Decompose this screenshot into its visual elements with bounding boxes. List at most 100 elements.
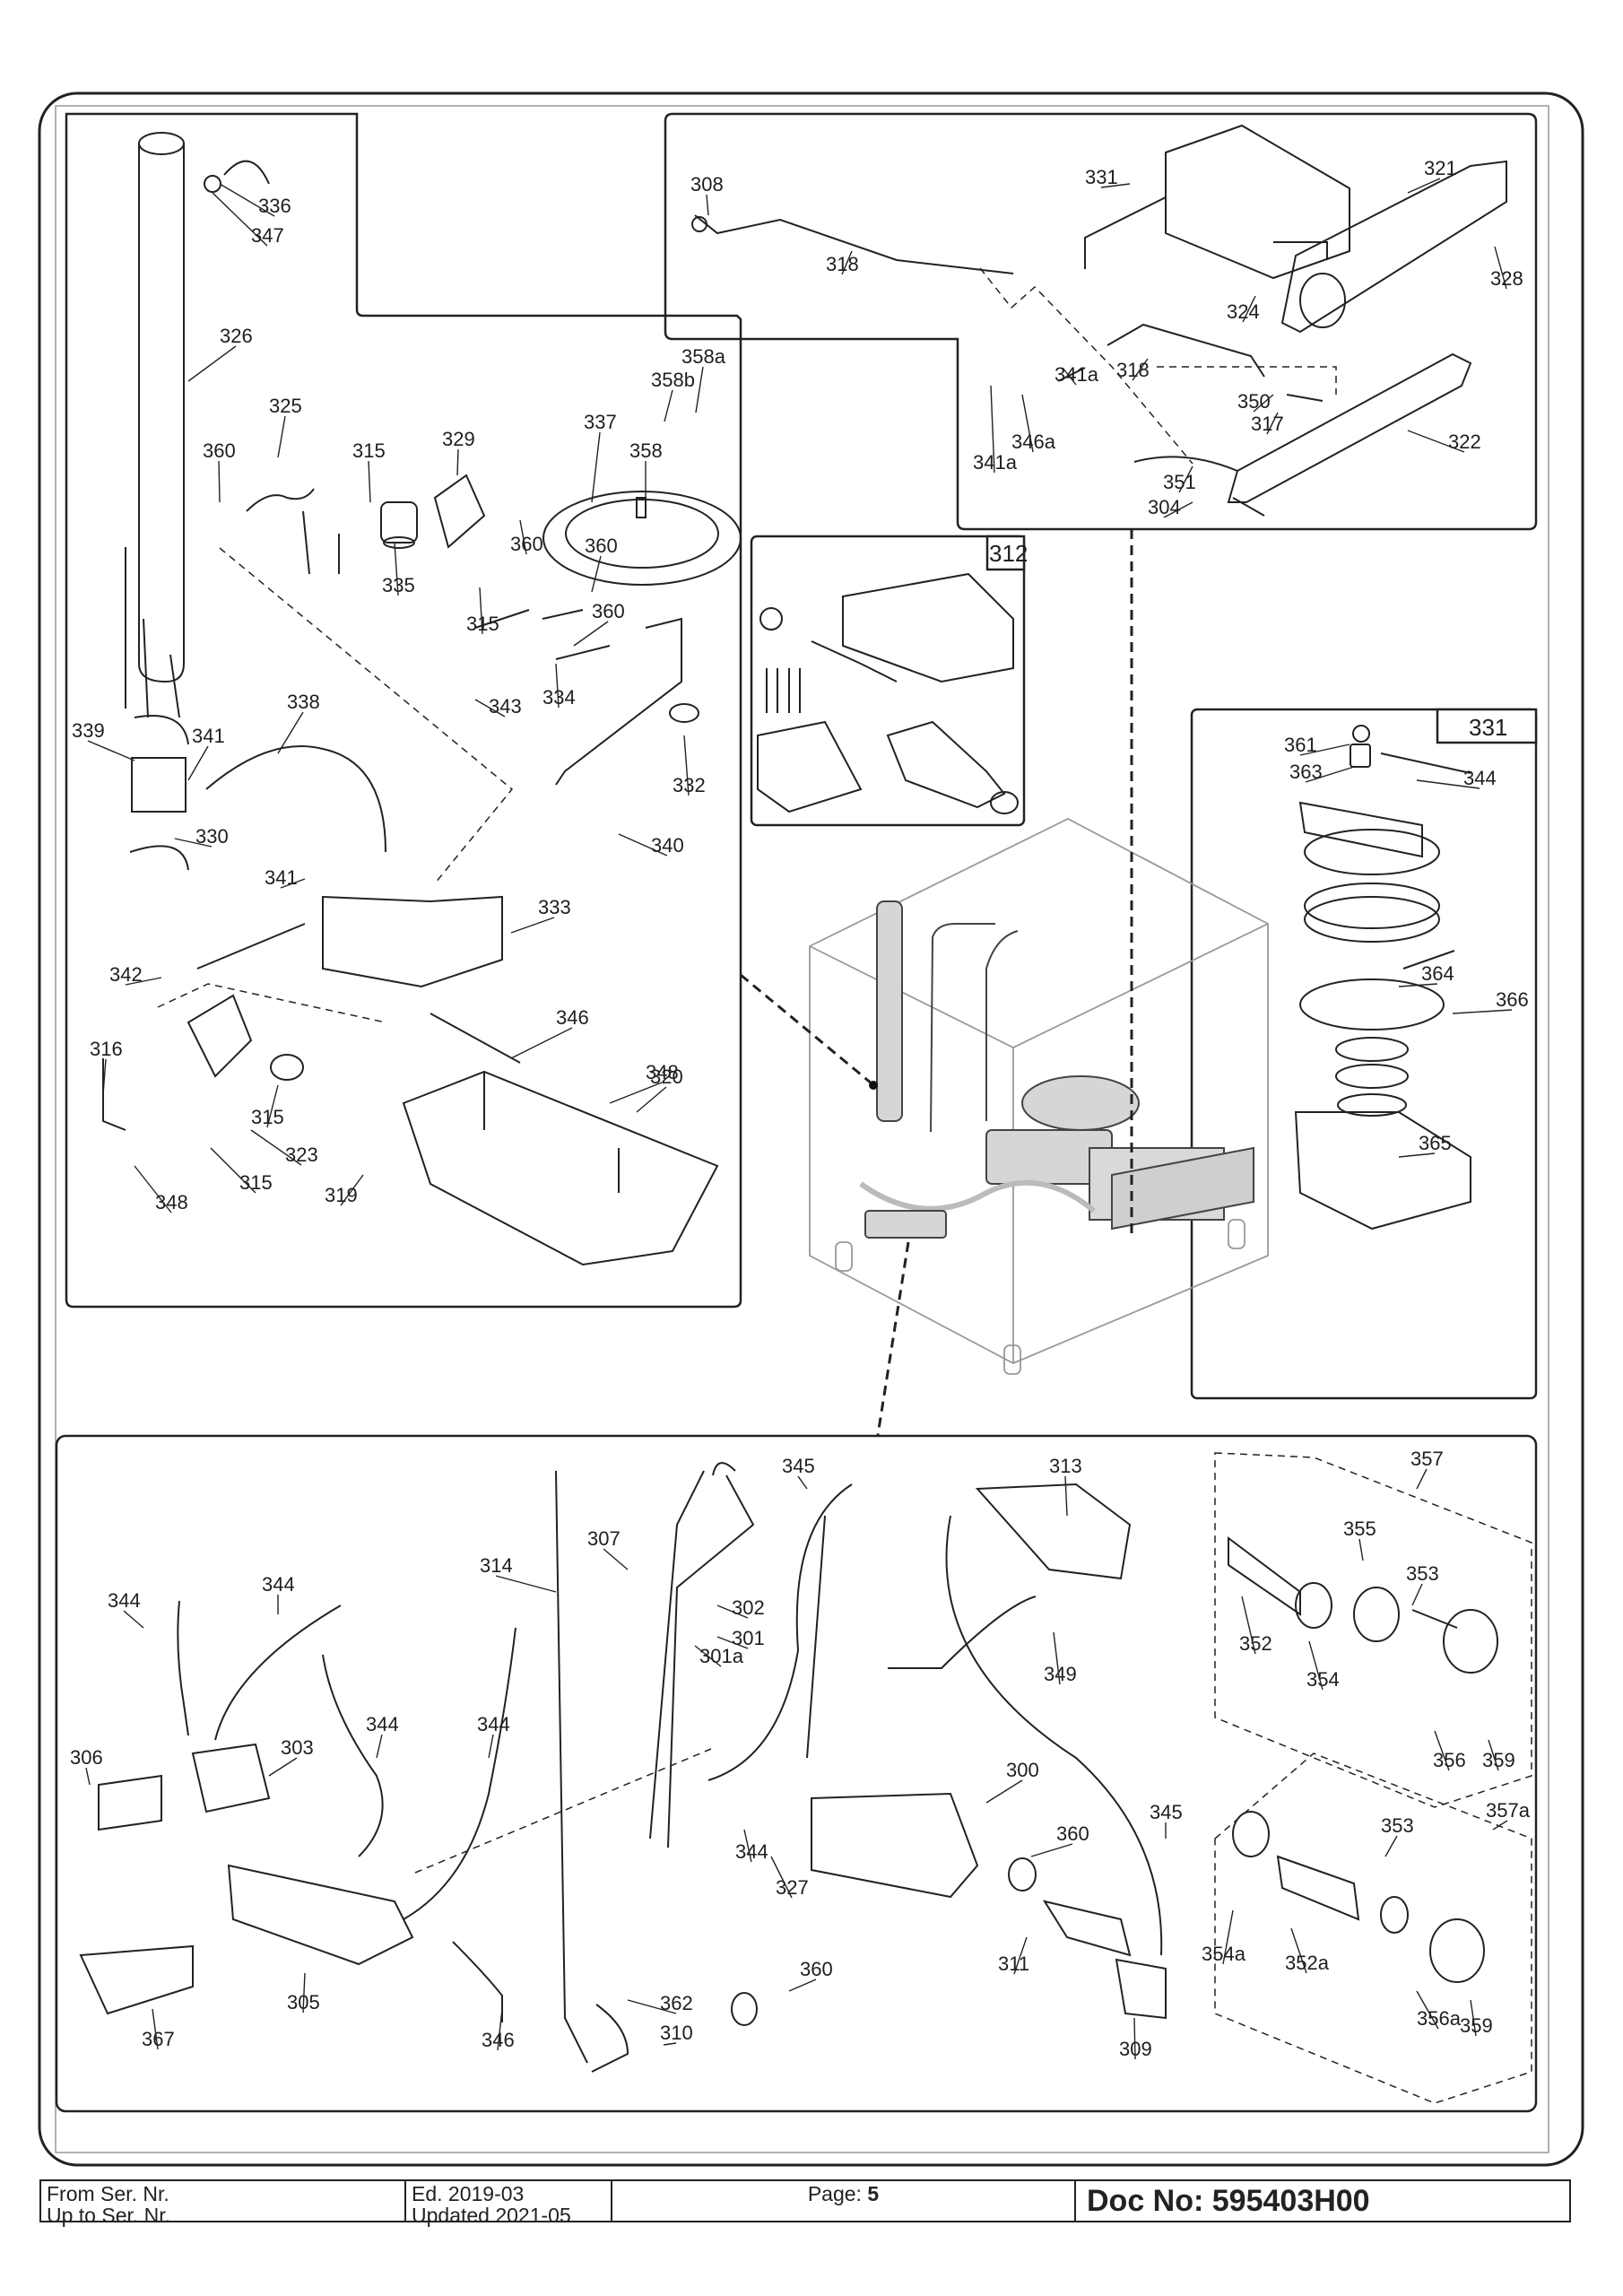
panel-upper-right: [664, 112, 1538, 531]
callout-leader-line: [683, 735, 690, 796]
callout-359: 359: [1482, 1749, 1515, 1771]
callout-leader-line: [497, 2008, 503, 2051]
callout-leader-line: [716, 1605, 749, 1619]
page-cell: Page: 5: [612, 2181, 1076, 2221]
callout-leader-line: [87, 740, 135, 761]
callout-leader-line: [1222, 1909, 1234, 1965]
callout-leader-line: [663, 2042, 677, 2046]
callout-leader-line: [1407, 178, 1441, 194]
assembly-331-parts: [1294, 725, 1471, 1231]
callout-322: 322: [1448, 430, 1481, 453]
callout-leader-line: [573, 621, 609, 647]
callout-leader-line: [1133, 2017, 1136, 2060]
callout-344: 344: [262, 1573, 295, 1596]
panel-lower: [55, 1434, 1538, 2113]
callout-354: 354: [1306, 1668, 1340, 1691]
callout-leader-line: [1062, 367, 1077, 386]
callout-leader-line: [1488, 1739, 1499, 1771]
callout-leader-line: [985, 1779, 1023, 1804]
callout-leader-line: [1053, 1631, 1061, 1685]
callout-leader-line: [1434, 1730, 1450, 1771]
callout-360: 360: [585, 535, 618, 557]
callout-328: 328: [1490, 267, 1523, 290]
callout-333: 333: [538, 896, 571, 918]
callout-355: 355: [1343, 1518, 1376, 1540]
callout-leader-line: [187, 745, 209, 781]
callout-315: 315: [239, 1171, 273, 1194]
callout-327: 327: [776, 1876, 809, 1899]
callout-leader-line: [1305, 766, 1355, 783]
callout-343: 343: [489, 695, 522, 718]
serial-range-cell: From Ser. Nr. Up to Ser. Nr.: [41, 2181, 406, 2226]
callout-leader-line: [368, 460, 371, 503]
callout-308: 308: [690, 173, 724, 196]
edition-cell: Ed. 2019-03 Updated 2021-05: [406, 2181, 612, 2226]
up-to-serial-label: Up to Ser. Nr.: [47, 2204, 171, 2227]
callout-leader-line: [187, 345, 237, 382]
callout-leader-line: [1241, 1596, 1256, 1655]
assembly-331-label: 331: [1469, 714, 1507, 741]
page-label: Page:: [807, 2182, 862, 2205]
callout-leader-line: [1492, 1820, 1508, 1831]
leader-dashed-lines: [740, 529, 1133, 1436]
callout-leader-line: [1416, 779, 1480, 789]
callout-leader-line: [1416, 1468, 1428, 1490]
callout-360: 360: [592, 600, 625, 622]
callout-311: 311: [998, 1952, 1029, 1975]
callout-306: 306: [70, 1746, 103, 1769]
doc-number-cell: Doc No: 595403H00: [1076, 2181, 1569, 2221]
callout-leader-line: [1030, 1843, 1073, 1857]
callout-leader-line: [1407, 430, 1465, 453]
callout-leader-line: [510, 917, 555, 934]
callout-leader-line: [591, 555, 602, 593]
callout-344: 344: [477, 1713, 510, 1735]
callout-leader-line: [618, 833, 668, 857]
callout-leader-line: [340, 1174, 364, 1206]
callout-348: 348: [646, 1061, 679, 1083]
callout-357: 357: [1410, 1448, 1444, 1470]
callout-344: 344: [1463, 767, 1497, 789]
callout-352: 352: [1239, 1632, 1272, 1655]
callout-leader-line: [990, 385, 995, 474]
callout-leader-line: [302, 1972, 306, 2013]
callout-365: 365: [1419, 1132, 1452, 1154]
callout-leader-line: [134, 1165, 172, 1213]
upper-left-parts: [102, 132, 742, 1266]
callout-leader-line: [1163, 501, 1193, 518]
callout-351: 351: [1163, 471, 1196, 493]
assembly-331-frame: [1190, 708, 1538, 1400]
callout-341a: 341a: [973, 451, 1018, 474]
callout-leader-line: [376, 1734, 383, 1759]
callout-leader-line: [743, 1829, 752, 1863]
callout-325: 325: [269, 395, 302, 417]
callout-leader-line: [695, 366, 704, 413]
callout-leader-line: [174, 838, 213, 848]
callout-337: 337: [584, 411, 617, 433]
callout-336: 336: [258, 195, 291, 217]
callout-315: 315: [352, 439, 386, 462]
assembly-312-label: 312: [989, 540, 1028, 567]
callout-leader-line: [706, 194, 709, 216]
callout-348: 348: [155, 1191, 188, 1213]
upper-right-parts: [691, 124, 1507, 517]
callout-321: 321: [1424, 157, 1457, 179]
assembly-dashed-lines: [157, 267, 1532, 2104]
callout-leader-line: [488, 1734, 494, 1759]
callout-leader-line: [125, 977, 162, 986]
panel-upper-left: [65, 112, 742, 1309]
callout-341: 341: [265, 866, 298, 889]
edition-label: Ed. 2019-03: [412, 2182, 525, 2205]
callout-leader-line: [474, 699, 506, 718]
callout-leader-line: [519, 519, 527, 555]
callout-341: 341: [192, 725, 225, 747]
callout-leader-line: [250, 1129, 302, 1166]
page-number: 5: [867, 2182, 880, 2205]
callout-leader-line: [1100, 183, 1131, 188]
leader-anchor-dot: [869, 1081, 878, 1090]
callout-301: 301: [732, 1627, 765, 1649]
outer-frame: [38, 91, 1584, 2167]
callout-326: 326: [220, 325, 253, 347]
callout-341a: 341a: [1055, 363, 1099, 386]
callout-leader-line: [1398, 1152, 1436, 1158]
